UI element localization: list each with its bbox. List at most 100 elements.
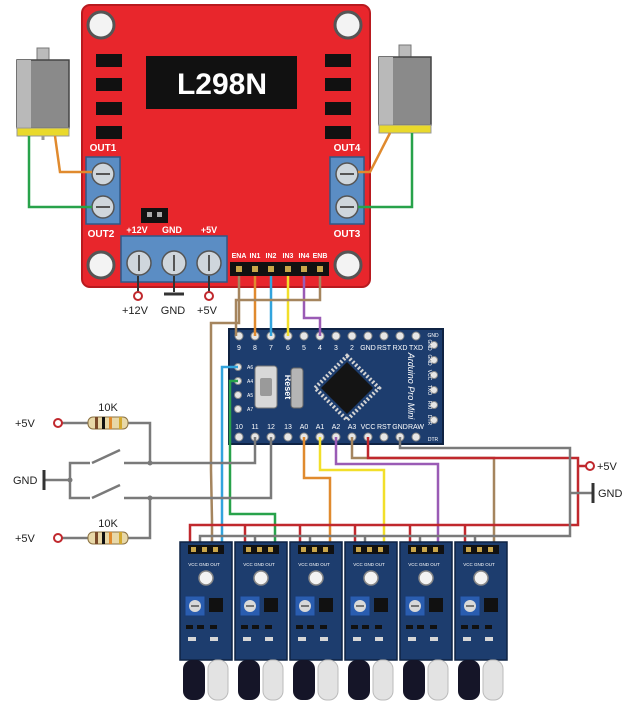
reset-label: Reset (283, 375, 293, 400)
sensor-mounting-hole (418, 570, 434, 586)
arduino-pin-13: 13 (284, 424, 292, 431)
driver-supply-symbols: +12V GND +5V (122, 276, 218, 317)
sensor-comparator-chip (319, 598, 333, 612)
resistor-bottom (87, 531, 129, 545)
terminal-block-left (85, 156, 121, 225)
motor-left (16, 47, 70, 140)
sensor-pin-label: VCC (353, 562, 363, 567)
ir-receiver-led (403, 660, 425, 700)
sensor-mounting-hole (253, 570, 269, 586)
arduino-right-pin-5: RXI (426, 401, 432, 409)
arduino-name: Arduino Pro Mini (406, 352, 416, 421)
arduino-right-pin-3: VCC (426, 370, 432, 381)
arduino-pin-rst-top: RST (377, 345, 392, 352)
arduino-pin-a4: A4 (247, 379, 253, 385)
pin-in4-label: IN4 (299, 253, 310, 260)
arduino-pin-a6: A6 (247, 365, 253, 371)
resistor-top (87, 416, 129, 430)
control-pin-header (230, 262, 329, 276)
ir-receiver-led (238, 660, 260, 700)
sensor-comparator-chip (264, 598, 278, 612)
pin-in3-label: IN3 (283, 253, 294, 260)
sensor-pin-label: VCC (243, 562, 253, 567)
left-gnd-label: GND (13, 475, 38, 487)
left-supply-symbols: +5V +5V GND 10K 10K (13, 402, 118, 545)
sensor-pin-label: VCC (298, 562, 308, 567)
arduino-right-pin-6: DTR (426, 415, 432, 426)
arduino-pin-gnd-bottom: GND (392, 424, 408, 431)
arduino-pin-a1: A1 (316, 424, 325, 431)
switch-circuit-wires (44, 421, 273, 540)
sensor-pin-label: OUT (210, 562, 220, 567)
sensor-pin-label: OUT (375, 562, 385, 567)
sensor-mounting-hole (363, 570, 379, 586)
arduino-pin-a2: A2 (332, 424, 341, 431)
arduino-pin-gnd-top: GND (360, 345, 376, 352)
resistor-bottom-label: 10K (98, 518, 118, 530)
power-terminal-block (120, 235, 228, 283)
ir-receiver-led (183, 660, 205, 700)
l298n-driver-board: L298N OUT1 OUT2 OUT4 OUT3 +12V GND +5V (81, 4, 371, 288)
mounting-hole (333, 250, 363, 280)
supply-12v-label: +12V (122, 305, 149, 317)
supply-5v-label: +5V (197, 305, 218, 317)
sensor-pin-label: VCC (188, 562, 198, 567)
motor-right (378, 44, 432, 134)
power-header-gnd-label: GND (162, 225, 183, 235)
mcu-chip (312, 353, 382, 423)
arduino-corner-gnd: GND (427, 333, 439, 339)
right-vcc-label: +5V (597, 461, 618, 473)
arduino-pin-9: 9 (237, 345, 241, 352)
pin-ena-label: ENA (232, 253, 247, 260)
out1-label: OUT1 (90, 143, 117, 154)
arduino-pin-6: 6 (286, 345, 290, 352)
arduino-pin-2: 2 (350, 345, 354, 352)
arduino-pin-3: 3 (334, 345, 338, 352)
arduino-pro-mini-board: 9 8 7 6 5 4 3 2 GND RST RXD TXD 10 11 12… (228, 328, 444, 445)
sensor-pin-label: GND (309, 562, 320, 567)
out4-label: OUT4 (334, 143, 361, 154)
ir-emitter-led (482, 659, 504, 701)
terminal-block-right (329, 156, 365, 225)
sensor-pin-label: OUT (430, 562, 440, 567)
ir-receiver-led (293, 660, 315, 700)
arduino-pin-rst-bottom: RST (377, 424, 392, 431)
pin-enb-label: ENB (313, 253, 328, 260)
arduino-right-pin-1: GND (426, 339, 432, 351)
mounting-hole (333, 10, 363, 40)
power-header-12v-label: +12V (126, 225, 147, 235)
ir-emitter-led (207, 659, 229, 701)
right-gnd-label: GND (598, 488, 623, 500)
sensor-pin-label: VCC (408, 562, 418, 567)
sensor-mounting-hole (473, 570, 489, 586)
left-bottom-vcc-label: +5V (15, 533, 36, 545)
sensor-pin-label: OUT (265, 562, 275, 567)
arduino-pin-vcc: VCC (361, 424, 376, 431)
arduino-pin-txd: TXD (409, 345, 423, 352)
motor-wires (27, 132, 414, 209)
sensor-pin-label: OUT (485, 562, 495, 567)
arduino-pin-a5: A5 (247, 393, 253, 399)
sensor-comparator-chip (209, 598, 223, 612)
arduino-right-pin-2: GND (426, 354, 432, 366)
sensor-mounting-hole (308, 570, 324, 586)
out3-label: OUT3 (334, 229, 361, 240)
jumper-12v (141, 208, 168, 223)
sensor-comparator-chip (374, 598, 388, 612)
sensor-comparator-chip (484, 598, 498, 612)
mounting-hole (86, 250, 116, 280)
pin-in2-label: IN2 (266, 253, 277, 260)
mounting-hole (86, 10, 116, 40)
arduino-pin-a7: A7 (247, 407, 253, 413)
arduino-pin-a3: A3 (348, 424, 357, 431)
ir-emitter-led (427, 659, 449, 701)
l298n-chip (146, 56, 297, 109)
arduino-pin-4: 4 (318, 345, 322, 352)
sensor-pin-label: GND (474, 562, 485, 567)
ir-receiver-led (458, 660, 480, 700)
